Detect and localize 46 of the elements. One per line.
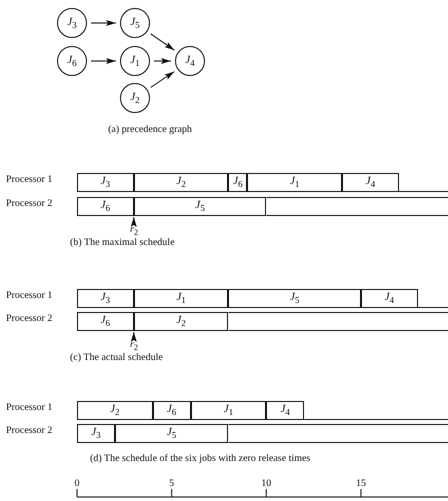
- job-circle: J$_{5}$: [120, 8, 150, 38]
- row-label: Processor 1: [6, 175, 52, 185]
- caption: (d) The schedule of the six jobs with zero release times: [90, 454, 310, 464]
- job-circle: J$_{1}$: [120, 46, 150, 76]
- job-block: J$_{6}$: [77, 197, 134, 216]
- job-block: J$_{2}$: [134, 173, 228, 192]
- job-block: J$_{1}$: [190, 401, 266, 420]
- job-block: J$_{1}$: [247, 173, 342, 192]
- arrow: [154, 58, 172, 64]
- job-block: J$_{5}$: [228, 289, 361, 308]
- job-circle: J$_{6}$: [57, 46, 87, 76]
- arrow: [90, 58, 116, 64]
- row-label: Processor 2: [6, 426, 52, 436]
- row-label: Processor 2: [6, 199, 52, 209]
- arrow: [150, 33, 175, 51]
- job-block: J$_{5}$: [114, 424, 228, 443]
- job-block: J$_{3}$: [77, 424, 115, 443]
- arrow: [90, 20, 116, 26]
- job-block: J$_{2}$: [134, 312, 228, 331]
- job-block: J$_{3}$: [77, 289, 134, 308]
- tick-label: 5: [169, 479, 174, 489]
- job-circle: J$_{4}$: [175, 46, 205, 76]
- tick-label: 0: [74, 479, 80, 489]
- row-label: Processor 1: [6, 291, 52, 301]
- job-block: J$_{6}$: [77, 312, 134, 331]
- caption: (c) The actual schedule: [70, 353, 163, 363]
- release-label: r$_{2}$: [130, 340, 138, 352]
- release-label: r$_{2}$: [130, 225, 138, 238]
- job-block: J$_{4}$: [266, 401, 304, 420]
- job-block: J$_{6}$: [152, 401, 191, 420]
- tick-label: 10: [261, 479, 272, 489]
- arrow: [150, 71, 175, 88]
- row-label: Processor 1: [6, 403, 52, 413]
- row-label: Processor 2: [6, 314, 52, 324]
- tick-label: 15: [356, 479, 366, 489]
- job-block: J$_{5}$: [134, 197, 266, 216]
- job-block: J$_{4}$: [342, 173, 399, 192]
- caption: (b) The maximal schedule: [70, 238, 175, 248]
- job-block: J$_{4}$: [360, 289, 418, 308]
- job-circle: J$_{2}$: [120, 83, 150, 113]
- job-block: J$_{1}$: [134, 289, 228, 308]
- caption: (a) precedence graph: [108, 125, 192, 135]
- job-block: J$_{6}$: [228, 173, 248, 192]
- job-block: J$_{3}$: [77, 173, 134, 192]
- job-block: J$_{2}$: [77, 401, 153, 420]
- job-circle: J$_{3}$: [57, 8, 87, 38]
